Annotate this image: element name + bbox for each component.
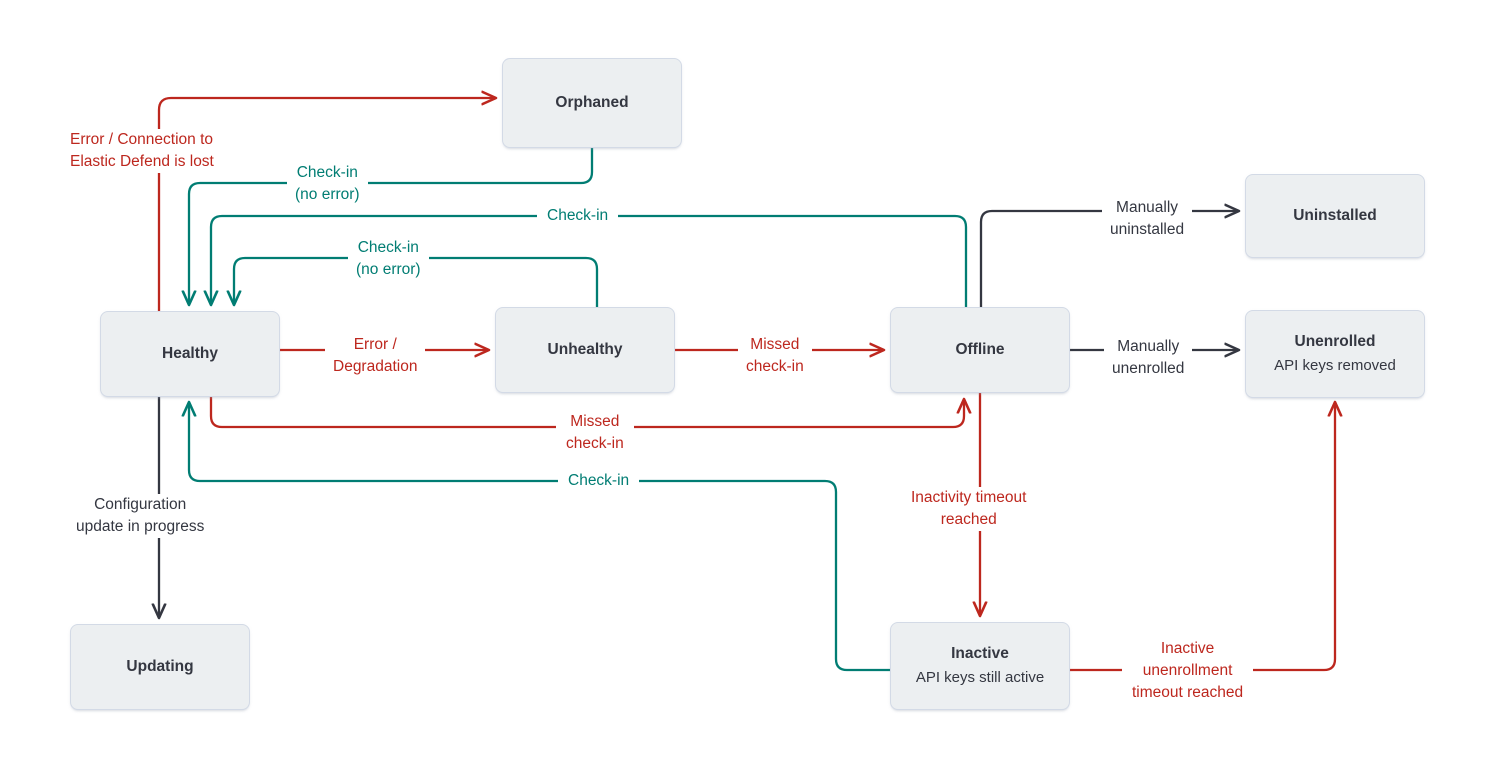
node-healthy-title: Healthy xyxy=(162,345,218,363)
edge-orphaned-to-healthy xyxy=(189,148,594,305)
edge-label-checkin-no-error-unhealthy: Check-in (no error) xyxy=(348,237,429,281)
edge-label-checkin-inactive: Check-in xyxy=(558,470,640,492)
edge-label-error-connection-lost: Error / Connection to Elastic Defend is … xyxy=(66,129,218,173)
edge-offline-to-uninstalled xyxy=(979,211,1239,307)
node-orphaned[interactable]: Orphaned xyxy=(502,58,682,148)
node-inactive[interactable]: Inactive API keys still active xyxy=(890,622,1070,710)
node-uninstalled-title: Uninstalled xyxy=(1293,207,1377,225)
edge-label-error-degradation: Error / Degradation xyxy=(325,334,426,378)
edge-label-inactivity-timeout: Inactivity timeout reached xyxy=(903,487,1035,531)
edge-offline-to-healthy xyxy=(211,214,968,307)
node-healthy[interactable]: Healthy xyxy=(100,311,280,397)
edge-label-manually-uninstalled: Manually uninstalled xyxy=(1102,197,1193,241)
node-unenrolled-title: Unenrolled xyxy=(1294,333,1376,351)
edge-label-inactive-unenrollment: Inactive unenrollment timeout reached xyxy=(1122,638,1254,704)
node-unhealthy-title: Unhealthy xyxy=(547,341,623,359)
edge-label-manually-unenrolled: Manually unenrolled xyxy=(1104,336,1193,380)
edge-label-configuration-update: Configuration update in progress xyxy=(70,494,211,538)
node-orphaned-title: Orphaned xyxy=(555,94,629,112)
node-offline-title: Offline xyxy=(955,341,1005,359)
node-uninstalled[interactable]: Uninstalled xyxy=(1245,174,1425,258)
edge-label-checkin-no-error-orphaned: Check-in (no error) xyxy=(287,162,368,206)
node-offline[interactable]: Offline xyxy=(890,307,1070,393)
node-updating-title: Updating xyxy=(126,658,194,676)
edge-label-missed-checkin-unhealthy: Missed check-in xyxy=(738,334,812,378)
node-updating[interactable]: Updating xyxy=(70,624,250,710)
edge-label-missed-checkin-healthy: Missed check-in xyxy=(556,411,634,455)
node-unenrolled-subtitle: API keys removed xyxy=(1274,357,1396,375)
edge-inactive-to-healthy xyxy=(189,402,890,672)
node-inactive-title: Inactive xyxy=(951,645,1009,663)
edge-healthy-to-orphaned xyxy=(157,98,496,311)
node-unhealthy[interactable]: Unhealthy xyxy=(495,307,675,393)
node-inactive-subtitle: API keys still active xyxy=(915,669,1045,687)
edge-inactive-to-unenrolled xyxy=(1070,402,1335,672)
edge-label-checkin-offline: Check-in xyxy=(537,205,619,227)
node-unenrolled[interactable]: Unenrolled API keys removed xyxy=(1245,310,1425,398)
